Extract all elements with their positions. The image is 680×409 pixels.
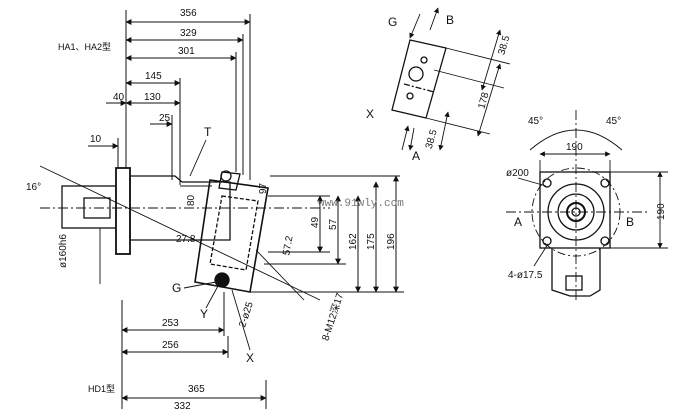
port-dim-38-5-top: 38.5 [496,34,512,56]
port-view-body [391,39,447,119]
dim-49: 49 [310,216,321,228]
label-X-side: X [246,351,254,365]
dim-256: 256 [162,340,179,351]
dim-port-holes: 2-ø25 [237,300,256,329]
leader-X [231,289,251,351]
dim-25: 25 [159,113,171,124]
port-label-A: A [412,149,420,163]
dim-196: 196 [386,233,397,250]
dim-27-8: 27.8 [176,234,196,245]
dim-130: 130 [144,92,161,103]
flange-view-dims [506,110,668,300]
flange-angle-left: 45° [528,116,543,127]
dim-175: 175 [366,233,377,250]
port-label-B: B [446,13,454,27]
flange-dim-190-top: 190 [566,142,583,153]
flange-angle-right: 45° [606,116,621,127]
dim-253: 253 [162,318,179,329]
dim-57: 57 [328,218,339,230]
dim-365: 365 [188,384,205,395]
dim-162: 162 [348,233,359,250]
label-Y: Y [200,307,208,321]
dim-329: 329 [180,28,197,39]
label-G-side: G [172,281,181,295]
dim-145: 145 [145,71,162,82]
leader-T [189,139,207,177]
flange-dim-pcd: ø200 [506,168,529,179]
flange-dim-190-side: 190 [656,203,667,220]
pump-side-body [61,167,269,293]
flange-label-A: A [514,215,522,229]
port-dim-178: 178 [476,91,491,110]
dim-356: 356 [180,8,197,19]
leader-bolts [255,249,305,301]
label-T: T [204,125,212,139]
dim-10: 10 [90,134,102,145]
dim-332: 332 [174,401,191,409]
model-label-top: HA1、HA2型 [58,42,111,52]
port-label-X: X [366,107,374,121]
dim-bolts: 8-M12深17 [320,291,347,342]
port-label-G: G [388,15,397,29]
right-vertical-dims [250,175,404,293]
side-center-lines [39,165,330,301]
leader-Y [205,285,219,309]
dim-80: 80 [186,194,197,206]
angle-16: 16° [26,182,41,193]
port-dim-38-5-bot: 38.5 [424,128,440,150]
flange-label-B: B [626,215,634,229]
leader-G [183,281,217,289]
port-view-dims [401,7,511,151]
dim-40: 40 [113,92,125,103]
dim-57-2: 57.2 [281,235,295,257]
top-dimension-lines [88,10,251,240]
dim-301: 301 [178,46,195,57]
dim-97: 97 [258,182,269,194]
dim-shaft: ø160h6 [58,234,69,268]
watermark-text: www.91wly.com [318,198,404,210]
model-label-bottom: HD1型 [88,384,115,394]
flange-dim-holes: 4-ø17.5 [508,270,543,281]
bottom-dimension-lines [121,292,267,409]
